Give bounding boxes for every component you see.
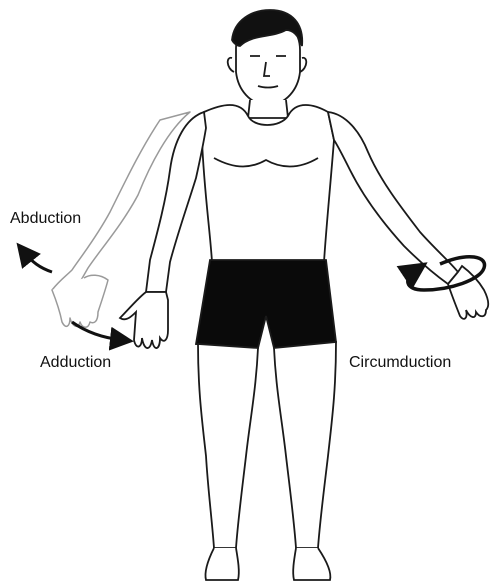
torso [202,105,334,262]
head [228,10,307,106]
arm-circumduction [328,112,488,319]
circumduction-label: Circumduction [349,354,451,372]
abduction-arrow-icon [24,252,52,272]
arm-adducted [120,112,206,348]
adduction-label: Adduction [40,354,111,372]
neck [248,100,288,118]
abduction-label: Abduction [10,210,81,228]
legs [198,342,336,580]
shorts [196,260,336,348]
